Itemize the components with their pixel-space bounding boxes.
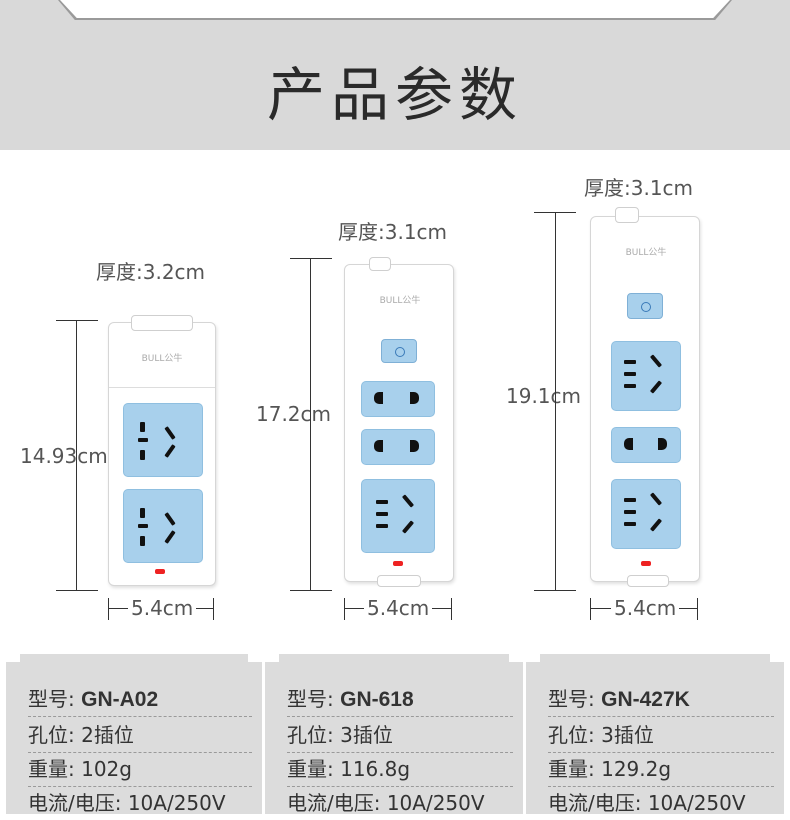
width-label-1: 5.4cm bbox=[128, 596, 197, 620]
spec-panel-1: 型号: GN-A02 孔位: 2插位 重量: 102g 电流/电压: 10A/2… bbox=[6, 654, 262, 815]
thickness-label-3: 厚度:3.1cm bbox=[584, 176, 694, 200]
socket-1a bbox=[123, 403, 203, 477]
indicator-led-3 bbox=[641, 561, 651, 566]
power-strip-1: BULL公牛 bbox=[108, 315, 216, 586]
socket-3a bbox=[611, 341, 681, 411]
socket-1b bbox=[123, 489, 203, 563]
thickness-label-2: 厚度:3.1cm bbox=[338, 220, 448, 244]
brand-logo-2: BULL公牛 bbox=[379, 296, 421, 306]
brand-logo-1: BULL公牛 bbox=[141, 354, 183, 364]
top-hook-3 bbox=[615, 207, 639, 223]
power-switch-3[interactable] bbox=[627, 293, 663, 319]
spec-holes-1: 孔位: 2插位 bbox=[28, 718, 252, 753]
spec-holes-3: 孔位: 3插位 bbox=[548, 718, 774, 753]
bottom-hook-2 bbox=[377, 575, 421, 587]
width-dim-left-1 bbox=[108, 598, 109, 620]
spec-rating-2: 电流/电压: 10A/250V bbox=[287, 791, 485, 815]
height-label-3: 19.1cm bbox=[506, 384, 582, 408]
spec-weight-1: 重量: 102g bbox=[28, 752, 252, 787]
model-number-1: GN-A02 bbox=[81, 688, 159, 711]
height-dim-top-2 bbox=[290, 258, 332, 259]
top-hook-2 bbox=[369, 257, 391, 271]
top-hook-1 bbox=[131, 315, 193, 331]
width-label-3: 5.4cm bbox=[611, 596, 680, 620]
height-dim-line-2 bbox=[310, 258, 311, 590]
socket-2c bbox=[361, 479, 435, 553]
socket-2b bbox=[361, 429, 435, 465]
width-dim-right-2 bbox=[451, 598, 452, 620]
width-dim-left-2 bbox=[344, 598, 345, 620]
indicator-led-2 bbox=[393, 561, 403, 566]
height-dim-top-3 bbox=[534, 212, 576, 213]
width-dim-right-1 bbox=[213, 598, 214, 620]
model-number-2: GN-618 bbox=[340, 688, 414, 711]
width-dim-left-3 bbox=[590, 598, 591, 620]
header-notch bbox=[60, 0, 730, 18]
power-strip-3: BULL公牛 bbox=[590, 207, 700, 587]
spec-model-row-2: 型号: GN-618 bbox=[287, 682, 513, 717]
socket-3b bbox=[611, 427, 681, 463]
power-switch-2[interactable] bbox=[381, 339, 417, 363]
spec-divider-2 bbox=[523, 662, 526, 814]
height-dim-bottom-1 bbox=[56, 590, 98, 591]
indicator-led-1 bbox=[155, 569, 165, 574]
socket-3c bbox=[611, 479, 681, 549]
spec-weight-2: 重量: 116.8g bbox=[287, 752, 513, 787]
top-cap-1 bbox=[109, 323, 215, 388]
power-strip-2: BULL公牛 bbox=[344, 257, 454, 587]
brand-logo-3: BULL公牛 bbox=[625, 248, 667, 258]
spec-rating-1: 电流/电压: 10A/250V bbox=[28, 791, 226, 815]
height-dim-top-1 bbox=[56, 320, 98, 321]
height-dim-bottom-3 bbox=[534, 590, 576, 591]
spec-model-row-1: 型号: GN-A02 bbox=[28, 682, 252, 717]
bottom-hook-3 bbox=[627, 575, 669, 587]
height-dim-line-1 bbox=[76, 320, 77, 590]
header-banner: 产品参数 bbox=[0, 0, 790, 150]
height-dim-bottom-2 bbox=[290, 590, 332, 591]
socket-2a bbox=[361, 381, 435, 417]
width-label-2: 5.4cm bbox=[364, 596, 433, 620]
width-dim-right-3 bbox=[697, 598, 698, 620]
thickness-label-1: 厚度:3.2cm bbox=[96, 260, 206, 284]
model-number-3: GN-427K bbox=[601, 688, 690, 711]
height-dim-line-3 bbox=[555, 212, 556, 590]
height-label-2: 17.2cm bbox=[256, 402, 332, 426]
spec-model-row-3: 型号: GN-427K bbox=[548, 682, 774, 717]
spec-panel-3: 型号: GN-427K 孔位: 3插位 重量: 129.2g 电流/电压: 10… bbox=[526, 654, 784, 815]
height-label-1: 14.93cm bbox=[20, 444, 108, 468]
spec-divider-1 bbox=[262, 662, 265, 814]
page-title: 产品参数 bbox=[266, 61, 523, 129]
spec-rating-3: 电流/电压: 10A/250V bbox=[548, 791, 746, 815]
spec-panel-2: 型号: GN-618 孔位: 3插位 重量: 116.8g 电流/电压: 10A… bbox=[265, 654, 523, 815]
spec-weight-3: 重量: 129.2g bbox=[548, 752, 774, 787]
spec-holes-2: 孔位: 3插位 bbox=[287, 718, 513, 753]
